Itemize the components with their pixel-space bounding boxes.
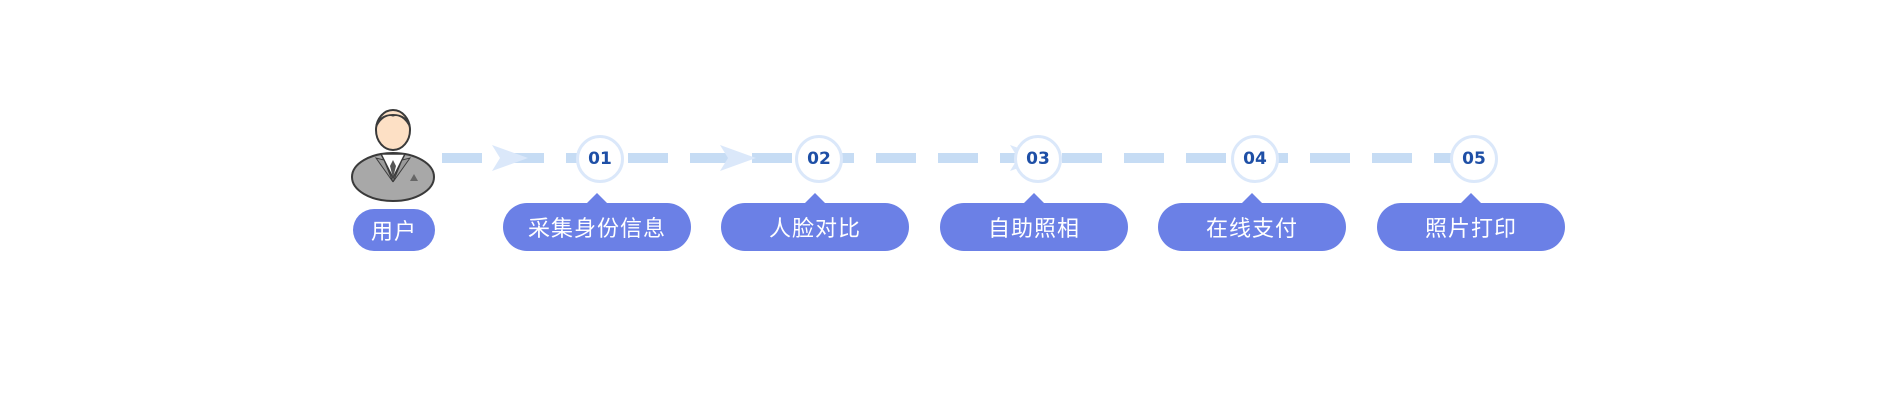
user-avatar-icon [351, 109, 435, 202]
step-label-3: 自助照相 [940, 193, 1128, 251]
user-label: 用户 [353, 209, 435, 251]
step-label-4: 在线支付 [1158, 193, 1346, 251]
flow-dashed-line [442, 153, 1492, 163]
step-label-2: 人脸对比 [721, 193, 909, 251]
flow-arrow-icon [492, 145, 528, 171]
step-number-5: 05 [1450, 135, 1498, 183]
step-number-4: 04 [1231, 135, 1279, 183]
step-number-1: 01 [576, 135, 624, 183]
step-label-5: 照片打印 [1377, 193, 1565, 251]
flow-arrow-icon [720, 145, 756, 171]
step-number-3: 03 [1014, 135, 1062, 183]
step-number-2: 02 [795, 135, 843, 183]
step-label-1: 采集身份信息 [503, 193, 691, 251]
